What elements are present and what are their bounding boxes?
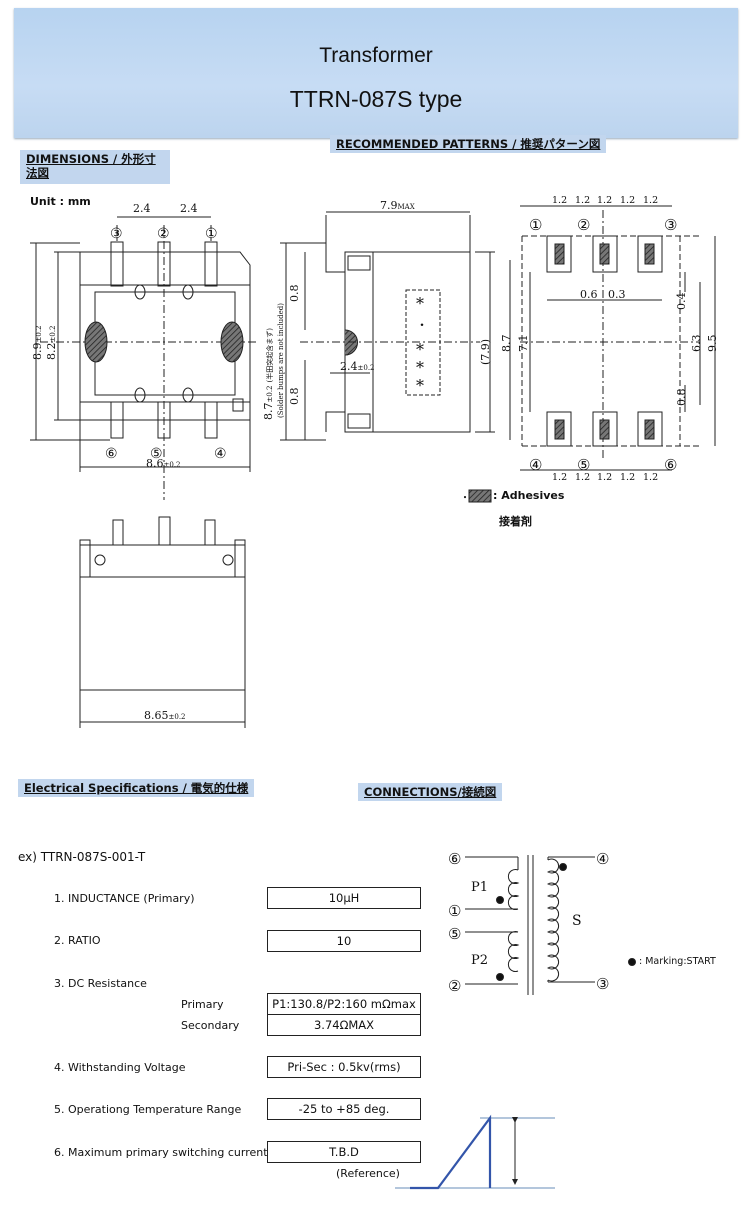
pat-pitch-3: 1.2 bbox=[597, 195, 612, 206]
svg-text:*: * bbox=[416, 358, 424, 377]
pin-label-6-bottom: ⑥ bbox=[105, 446, 118, 462]
pin-label-5-bottom: ⑤ bbox=[150, 446, 163, 462]
dim-side-pad-top: 0.8 bbox=[288, 285, 301, 303]
pat-pitch-b3: 1.2 bbox=[597, 472, 612, 483]
title-banner: Transformer TTRN-087S type bbox=[14, 8, 738, 138]
marking-start-legend: : Marking:START bbox=[639, 956, 716, 967]
dim-side-width: 7.9MAX bbox=[380, 199, 415, 212]
pat-mid-h: 8.7 bbox=[500, 335, 513, 353]
pat-gap-b: 0.3 bbox=[608, 288, 626, 301]
spec-label-dcr: 3. DC Resistance bbox=[54, 977, 147, 990]
pat-pin-6: ⑥ bbox=[664, 456, 677, 474]
legend-marker: ・ bbox=[460, 493, 470, 504]
spec-value-temperature: -25 to +85 deg. bbox=[267, 1098, 421, 1120]
section-connections: CONNECTIONS/接続図 bbox=[358, 783, 503, 801]
pat-right-h1: 6.3 bbox=[690, 335, 703, 353]
dim-pitch-right: 2.4 bbox=[180, 202, 198, 215]
pat-pin-4: ④ bbox=[529, 456, 542, 474]
section-dimensions-line2: 法図 bbox=[26, 166, 49, 180]
spec-value-switching-current: T.B.D bbox=[267, 1141, 421, 1163]
svg-text:・: ・ bbox=[416, 318, 428, 332]
pin-label-3-top: ③ bbox=[110, 226, 123, 242]
example-part: ex) TTRN-087S-001-T bbox=[18, 850, 146, 864]
dim-width-top: 8.6±0.2 bbox=[146, 457, 181, 470]
pat-inner-h: 7.1 bbox=[517, 335, 530, 353]
section-electrical: Electrical Specifications / 電気的仕様 bbox=[18, 779, 255, 797]
section-dimensions-line1: DIMENSIONS / 外形寸 bbox=[26, 152, 156, 166]
conn-pin-6: ⑥ bbox=[448, 850, 461, 868]
pat-pitch-b5: 1.2 bbox=[643, 472, 658, 483]
pat-pad-top: 0.4 bbox=[675, 293, 688, 311]
pat-gap-a: 0.6 bbox=[580, 288, 598, 301]
pin-label-4-bottom: ④ bbox=[214, 446, 227, 462]
pat-pad-bottom: 0.8 bbox=[675, 389, 688, 407]
pat-pin-5: ⑤ bbox=[577, 456, 590, 474]
section-dimensions: DIMENSIONS / 外形寸 法図 bbox=[20, 150, 170, 184]
pat-pitch-b2: 1.2 bbox=[575, 472, 590, 483]
pat-pitch-2: 1.2 bbox=[575, 195, 590, 206]
current-waveform bbox=[395, 1114, 555, 1190]
dim-height-outer: 8.9±0.2 bbox=[31, 326, 44, 361]
dim-side-height-note: (Solder bumps are not included) bbox=[277, 303, 285, 418]
pat-pitch-b1: 1.2 bbox=[552, 472, 567, 483]
pat-pitch-1: 1.2 bbox=[552, 195, 567, 206]
pattern-outline bbox=[509, 205, 716, 471]
dim-width-front: 8.65±0.2 bbox=[144, 709, 186, 722]
conn-pin-3: ③ bbox=[596, 975, 609, 993]
spec-label-voltage: 4. Withstanding Voltage bbox=[54, 1061, 186, 1074]
dim-side-ref: (7.9) bbox=[479, 339, 492, 365]
conn-pin-1: ① bbox=[448, 902, 461, 920]
dim-side-offset: 2.4±0.2 bbox=[340, 360, 375, 373]
spec-label-dcr-secondary: Secondary bbox=[181, 1019, 240, 1032]
spec-label-switching-current: 6. Maximum primary switching current bbox=[54, 1146, 268, 1159]
front-view-outline bbox=[79, 516, 246, 728]
conn-s: S bbox=[572, 913, 582, 929]
pat-pin-1: ① bbox=[529, 216, 542, 234]
svg-text:*: * bbox=[416, 340, 424, 359]
page-title: Transformer bbox=[319, 44, 433, 67]
conn-pin-5: ⑤ bbox=[448, 925, 461, 943]
dim-side-pad-bottom: 0.8 bbox=[288, 388, 301, 406]
spec-label-inductance: 1. INDUCTANCE (Primary) bbox=[54, 892, 195, 905]
conn-p1: P1 bbox=[471, 880, 488, 895]
spec-value-ratio: 10 bbox=[267, 930, 421, 952]
side-view-outline bbox=[280, 211, 495, 441]
spec-note-reference: (Reference) bbox=[336, 1167, 400, 1180]
svg-text:*: * bbox=[416, 294, 424, 313]
pat-pitch-5: 1.2 bbox=[643, 195, 658, 206]
svg-text:*: * bbox=[416, 376, 424, 395]
dim-pitch-left: 2.4 bbox=[133, 202, 151, 215]
conn-p2: P2 bbox=[471, 953, 488, 968]
connection-diagram bbox=[465, 855, 595, 995]
legend-adhesives-jp: 接着剤 bbox=[499, 515, 532, 528]
conn-pin-4: ④ bbox=[596, 850, 609, 868]
pat-right-h2: 9.5 bbox=[706, 335, 719, 353]
pat-pitch-b4: 1.2 bbox=[620, 472, 635, 483]
pat-pitch-4: 1.2 bbox=[620, 195, 635, 206]
dim-height-inner: 8.2±0.2 bbox=[45, 326, 58, 361]
page-subtitle: TTRN-087S type bbox=[289, 86, 463, 112]
spec-value-voltage: Pri-Sec : 0.5kv(rms) bbox=[267, 1056, 421, 1078]
legend-adhesives: : Adhesives bbox=[493, 489, 565, 502]
spec-value-dcr-primary: P1:130.8/P2:160 mΩmax bbox=[267, 993, 421, 1015]
dim-side-height: 8.7±0.2(半田突起含まず) bbox=[262, 328, 275, 420]
unit-label: Unit : mm bbox=[30, 195, 91, 208]
conn-pin-2: ② bbox=[448, 977, 461, 995]
spec-label-temperature: 5. Operationg Temperature Range bbox=[54, 1103, 242, 1116]
pat-pin-3: ③ bbox=[664, 216, 677, 234]
spec-value-dcr-secondary: 3.74ΩMAX bbox=[267, 1014, 421, 1036]
spec-label-ratio: 2. RATIO bbox=[54, 934, 101, 947]
section-patterns: RECOMMENDED PATTERNS / 推奨パターン図 bbox=[330, 135, 607, 153]
pin-label-2-top: ② bbox=[157, 226, 170, 242]
spec-label-dcr-primary: Primary bbox=[181, 998, 224, 1011]
pin-label-1-top: ① bbox=[205, 226, 218, 242]
spec-value-inductance: 10μH bbox=[267, 887, 421, 909]
pat-pin-2: ② bbox=[577, 216, 590, 234]
